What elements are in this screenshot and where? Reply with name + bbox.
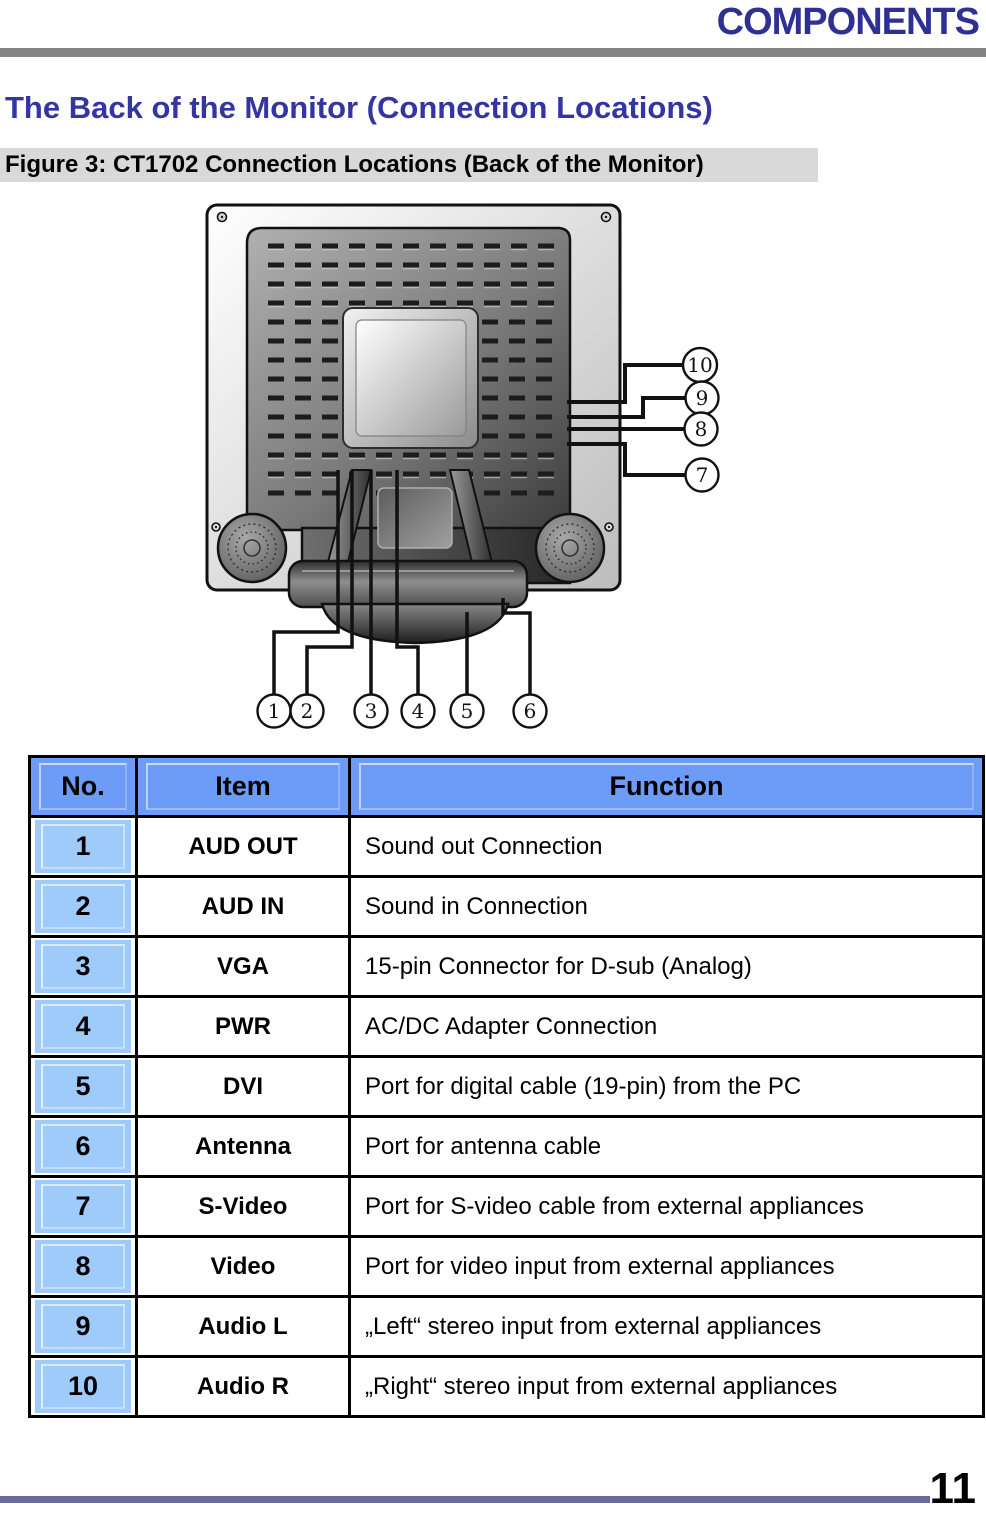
cell-function: Port for antenna cable [348,1115,985,1178]
header-tag: COMPONENTS [716,1,980,43]
callout-9: 9 [684,380,720,416]
frame-screws [211,211,614,532]
cell-item: Antenna [135,1115,351,1178]
callout-4: 4 [400,693,436,729]
stand-hinge-bar [287,559,529,609]
stand-plate [377,487,453,549]
table-row: 5 DVI Port for digital cable (19-pin) fr… [28,1055,985,1118]
cell-function: Sound out Connection [348,815,985,878]
cell-function: Port for S-video cable from external app… [348,1175,985,1238]
cell-no: 6 [28,1115,138,1178]
cell-item: DVI [135,1055,351,1118]
table-row: 1 AUD OUT Sound out Connection [28,815,985,878]
svg-text:9: 9 [696,386,709,410]
callout-7: 7 [684,457,720,493]
svg-text:5: 5 [461,699,474,723]
cell-item: AUD IN [135,875,351,938]
cell-no: 5 [28,1055,138,1118]
table-row: 9 Audio L „Left“ stereo input from exter… [28,1295,985,1358]
frame-screw-dots [214,215,611,529]
svg-text:6: 6 [524,699,537,723]
cell-no: 4 [28,995,138,1058]
cell-no: 8 [28,1235,138,1298]
connections-table-wrap: No. Item Function 1 AUD OUT Sound out Co… [28,755,985,1418]
table-row: 4 PWR AC/DC Adapter Connection [28,995,985,1058]
page-title: The Back of the Monitor (Connection Loca… [5,90,713,125]
table-row: 8 Video Port for video input from extern… [28,1235,985,1298]
column-header-no: No. [28,755,138,818]
cell-function: „Left“ stereo input from external applia… [348,1295,985,1358]
callout-1: 1 [256,693,292,729]
callout-6: 6 [512,693,548,729]
cell-no: 1 [28,815,138,878]
monitor-back-illustration: 1 2 3 4 5 6 10 9 8 7 [205,203,720,729]
page-number: 11 [929,1464,976,1513]
top-divider-rule [0,48,986,57]
cell-item: PWR [135,995,351,1058]
monitor-back-diagram: 1 2 3 4 5 6 10 9 8 7 [180,196,746,744]
callout-10: 10 [681,346,719,384]
table-row: 2 AUD IN Sound in Connection [28,875,985,938]
cell-no: 2 [28,875,138,938]
speaker-left [216,512,288,584]
column-header-item: Item [135,755,351,818]
table-row: 3 VGA 15-pin Connector for D-sub (Analog… [28,935,985,998]
cell-function: Sound in Connection [348,875,985,938]
cell-item: Audio L [135,1295,351,1358]
cell-item: Audio R [135,1355,351,1418]
stand-foot [320,602,510,645]
cell-function: AC/DC Adapter Connection [348,995,985,1058]
table-row: 10 Audio R „Right“ stereo input from ext… [28,1355,985,1418]
speaker-right [534,512,606,584]
cell-item: AUD OUT [135,815,351,878]
callout-leader-lines-bottom [272,470,532,694]
callout-2: 2 [289,693,325,729]
cell-no: 9 [28,1295,138,1358]
svg-text:2: 2 [301,699,314,723]
footer-divider-rule [0,1496,930,1503]
cell-item: Video [135,1235,351,1298]
vesa-mount-inner [355,319,467,437]
connections-table: No. Item Function 1 AUD OUT Sound out Co… [28,755,985,1418]
table-row: 6 Antenna Port for antenna cable [28,1115,985,1178]
cell-no: 10 [28,1355,138,1418]
callout-8: 8 [683,411,719,447]
vent-slot-highlights [268,248,556,479]
svg-text:8: 8 [695,417,708,441]
svg-text:3: 3 [365,699,378,723]
svg-text:10: 10 [687,353,712,377]
cell-item: S-Video [135,1175,351,1238]
column-header-function: Function [348,755,985,818]
cell-no: 7 [28,1175,138,1238]
callout-5: 5 [449,693,485,729]
svg-text:7: 7 [696,463,709,487]
cell-function: Port for video input from external appli… [348,1235,985,1298]
cell-function: Port for digital cable (19-pin) from the… [348,1055,985,1118]
cell-function: 15-pin Connector for D-sub (Analog) [348,935,985,998]
svg-text:4: 4 [412,699,425,723]
svg-text:1: 1 [268,699,281,723]
callout-3: 3 [353,693,389,729]
cell-item: VGA [135,935,351,998]
cell-no: 3 [28,935,138,998]
cell-function: „Right“ stereo input from external appli… [348,1355,985,1418]
table-row: 7 S-Video Port for S-video cable from ex… [28,1175,985,1238]
figure-caption: Figure 3: CT1702 Connection Locations (B… [0,148,818,182]
callout-leader-lines-right [567,363,685,477]
table-header-row: No. Item Function [28,755,985,818]
